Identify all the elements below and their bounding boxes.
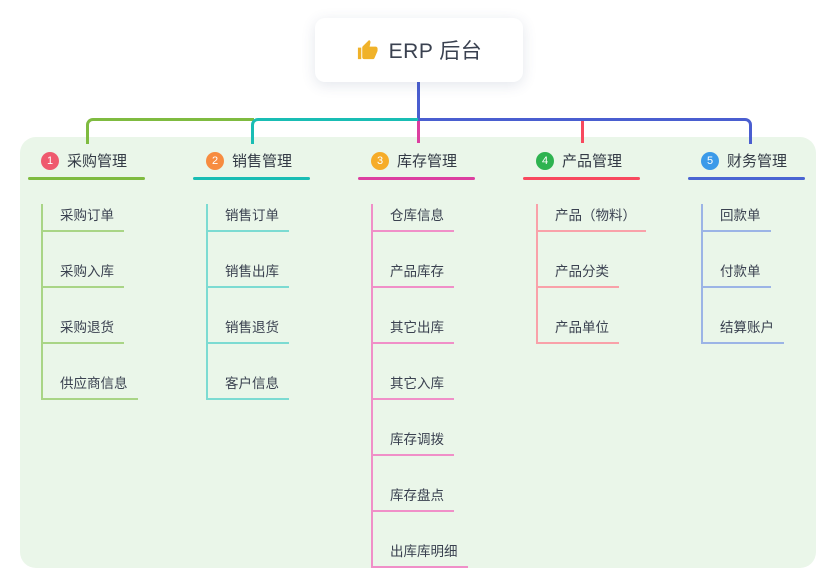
- child-node[interactable]: 销售出库: [208, 260, 289, 288]
- connector-sales: [251, 118, 418, 144]
- root-node[interactable]: ERP 后台: [315, 18, 523, 82]
- connector-finance: [418, 118, 752, 144]
- branch-children: 产品（物料） 产品分类 产品单位: [536, 204, 646, 344]
- child-node[interactable]: 回款单: [703, 204, 771, 232]
- branch-underline: [523, 177, 640, 180]
- branch-underline: [688, 177, 805, 180]
- thumbs-up-icon: [356, 39, 379, 62]
- branch-underline: [193, 177, 310, 180]
- child-node[interactable]: 其它入库: [373, 372, 454, 400]
- child-node[interactable]: 库存调拨: [373, 428, 454, 456]
- child-node[interactable]: 客户信息: [208, 372, 289, 400]
- child-node[interactable]: 付款单: [703, 260, 771, 288]
- branch-number-badge: 2: [206, 151, 224, 170]
- branch-underline: [358, 177, 475, 180]
- branch-title-row: 4 产品管理: [523, 147, 683, 174]
- branch-inventory: 3 库存管理 仓库信息 产品库存 其它出库 其它入库 库存调拨 库存盘点 出库库…: [358, 147, 518, 568]
- branch-number-badge: 1: [41, 151, 59, 170]
- branch-children: 仓库信息 产品库存 其它出库 其它入库 库存调拨 库存盘点 出库库明细: [371, 204, 468, 568]
- branch-title[interactable]: 财务管理: [727, 153, 788, 170]
- branch-title-row: 1 采购管理: [28, 147, 188, 174]
- branch-purchase: 1 采购管理 采购订单 采购入库 采购退货 供应商信息: [28, 147, 188, 400]
- child-node[interactable]: 出库库明细: [373, 540, 468, 568]
- connector-inventory: [417, 121, 420, 143]
- child-node[interactable]: 结算账户: [703, 316, 784, 344]
- child-node[interactable]: 销售订单: [208, 204, 289, 232]
- child-node[interactable]: 其它出库: [373, 316, 454, 344]
- child-node[interactable]: 供应商信息: [43, 372, 138, 400]
- connector-purchase: [86, 118, 254, 144]
- child-node[interactable]: 产品（物料）: [538, 204, 646, 232]
- root-title: ERP 后台: [388, 40, 483, 63]
- child-node[interactable]: 采购退货: [43, 316, 124, 344]
- child-node[interactable]: 产品库存: [373, 260, 454, 288]
- branch-children: 采购订单 采购入库 采购退货 供应商信息: [41, 204, 138, 400]
- branches-background-panel: [20, 137, 816, 568]
- branch-underline: [28, 177, 145, 180]
- child-node[interactable]: 销售退货: [208, 316, 289, 344]
- branch-title-row: 2 销售管理: [193, 147, 353, 174]
- connector-product: [581, 121, 584, 143]
- root-connector-line: [417, 82, 420, 120]
- child-node[interactable]: 仓库信息: [373, 204, 454, 232]
- branch-children: 销售订单 销售出库 销售退货 客户信息: [206, 204, 289, 400]
- child-node[interactable]: 库存盘点: [373, 484, 454, 512]
- branch-title[interactable]: 产品管理: [562, 153, 623, 170]
- branch-title-row: 5 财务管理: [688, 147, 839, 174]
- branch-number-badge: 3: [371, 151, 389, 170]
- branch-number-badge: 5: [701, 151, 719, 170]
- child-node[interactable]: 采购订单: [43, 204, 124, 232]
- branch-finance: 5 财务管理 回款单 付款单 结算账户: [688, 147, 839, 344]
- branch-sales: 2 销售管理 销售订单 销售出库 销售退货 客户信息: [193, 147, 353, 400]
- branch-title-row: 3 库存管理: [358, 147, 518, 174]
- branch-title[interactable]: 销售管理: [232, 153, 293, 170]
- branch-title[interactable]: 采购管理: [67, 153, 128, 170]
- branch-children: 回款单 付款单 结算账户: [701, 204, 784, 344]
- branch-number-badge: 4: [536, 151, 554, 170]
- branch-product: 4 产品管理 产品（物料） 产品分类 产品单位: [523, 147, 683, 344]
- branch-title[interactable]: 库存管理: [397, 153, 458, 170]
- child-node[interactable]: 产品单位: [538, 316, 619, 344]
- child-node[interactable]: 采购入库: [43, 260, 124, 288]
- child-node[interactable]: 产品分类: [538, 260, 619, 288]
